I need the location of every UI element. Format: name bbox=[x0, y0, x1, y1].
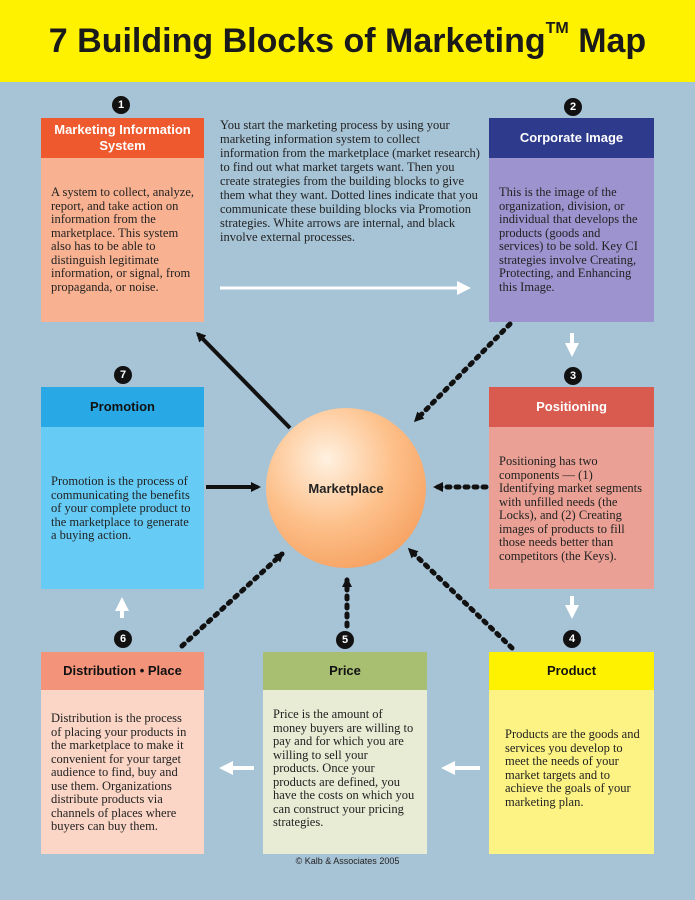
marketplace-label: Marketplace bbox=[308, 480, 384, 496]
block-1-number: 1 bbox=[112, 96, 130, 114]
block-6-text: Distribution is the process of placing y… bbox=[41, 690, 204, 854]
title-text: 7 Building Blocks of Marketing bbox=[48, 22, 546, 60]
block-5-text: Price is the amount of money buyers are … bbox=[263, 690, 427, 854]
block-price: Price Price is the amount of money buyer… bbox=[263, 652, 427, 854]
block-3-number: 3 bbox=[564, 367, 582, 385]
dotted-distribution-to-marketplace bbox=[179, 551, 285, 649]
block-1-title: Marketing Information System bbox=[41, 118, 204, 158]
block-3-title: Positioning bbox=[489, 387, 654, 427]
title-suffix: Map bbox=[578, 22, 647, 60]
block-4-number: 4 bbox=[563, 630, 581, 648]
arrow-marketplace-to-mis bbox=[195, 331, 292, 430]
intro-text: You start the marketing process by using… bbox=[220, 118, 480, 244]
dotted-ci-to-marketplace bbox=[413, 321, 513, 423]
copyright: © Kalb & Associates 2005 bbox=[295, 856, 400, 866]
block-7-text: Promotion is the process of communicatin… bbox=[41, 427, 204, 589]
block-7-number: 7 bbox=[114, 366, 132, 384]
trademark: TM bbox=[545, 20, 569, 37]
block-3-text: Positioning has two components — (1) Ide… bbox=[489, 427, 654, 589]
block-2-number: 2 bbox=[564, 98, 582, 116]
page-title: 7 Building Blocks of MarketingTM Map bbox=[0, 20, 695, 61]
block-4-title: Product bbox=[489, 652, 654, 690]
block-2-title: Corporate Image bbox=[489, 118, 654, 158]
block-7-title: Promotion bbox=[41, 387, 204, 427]
block-distribution-place: Distribution • Place Distribution is the… bbox=[41, 652, 204, 854]
block-4-text: Products are the goods and services you … bbox=[489, 690, 654, 854]
block-6-title: Distribution • Place bbox=[41, 652, 204, 690]
block-marketing-information-system: Marketing Information System A system to… bbox=[41, 118, 204, 322]
block-5-number: 5 bbox=[336, 631, 354, 649]
block-2-text: This is the image of the organization, d… bbox=[489, 158, 654, 322]
block-5-title: Price bbox=[263, 652, 427, 690]
block-promotion: Promotion Promotion is the process of co… bbox=[41, 387, 204, 589]
block-positioning: Positioning Positioning has two componen… bbox=[489, 387, 654, 589]
block-product: Product Products are the goods and servi… bbox=[489, 652, 654, 854]
block-1-text: A system to collect, analyze, report, an… bbox=[41, 158, 204, 322]
block-6-number: 6 bbox=[114, 630, 132, 648]
block-corporate-image: Corporate Image This is the image of the… bbox=[489, 118, 654, 322]
dotted-product-to-marketplace bbox=[407, 547, 515, 651]
title-bar bbox=[0, 0, 695, 82]
marketplace-circle: Marketplace bbox=[266, 408, 426, 568]
